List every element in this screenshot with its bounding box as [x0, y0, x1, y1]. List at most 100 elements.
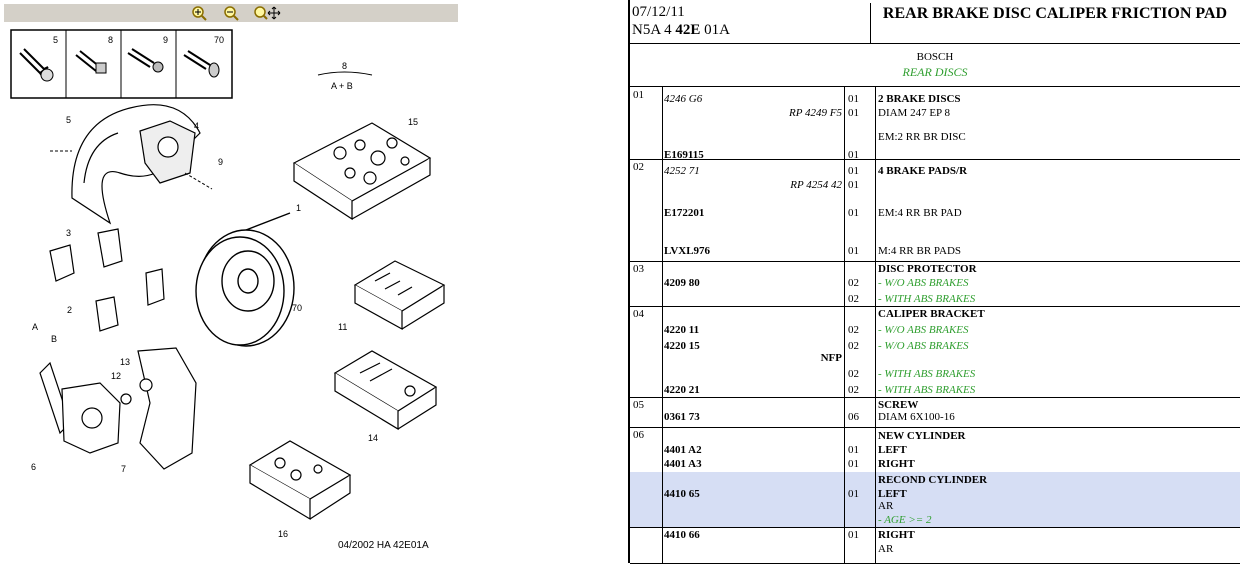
part-reference[interactable]: LVXL976 — [664, 245, 711, 257]
header-meta: 07/12/11 N5A 4 42E 01A — [630, 3, 871, 43]
brand-maker: BOSCH — [916, 51, 954, 63]
part-description: 2 BRAKE DISCS — [878, 93, 961, 105]
part-reference[interactable]: E169115 — [664, 149, 704, 161]
label-9a: 9 — [218, 157, 223, 167]
brake-pads — [49, 228, 165, 332]
reference-cell: 4220 11 4220 15 NFP 4220 21 — [662, 306, 845, 397]
part-description: - WITH ABS BRAKES — [878, 384, 976, 396]
part-reference[interactable]: E172201 — [664, 207, 705, 219]
label-70: 70 — [214, 35, 224, 45]
part-description: LEFT — [878, 444, 907, 456]
part-description: NEW CYLINDER — [878, 430, 966, 442]
part-reference[interactable]: NFP — [820, 352, 842, 364]
quantity-cell: 01 — [845, 527, 876, 563]
kit-box-16 — [248, 440, 352, 521]
part-reference[interactable]: RP 4254 42 — [790, 179, 842, 191]
part-quantity: 02 — [848, 277, 859, 289]
part-reference[interactable]: 4209 80 — [664, 277, 700, 289]
part-reference[interactable]: 4220 21 — [664, 384, 700, 396]
brand-sub: REAR DISCS — [902, 65, 968, 79]
reference-cell: 4246 G6 RP 4249 F5 E169115 — [662, 87, 845, 161]
group-number: 01 — [633, 89, 644, 101]
part-description: RECOND CYLINDER — [878, 474, 988, 486]
quantity-cell: 06 — [845, 397, 876, 427]
code-prefix: N5A 4 — [632, 22, 676, 38]
part-description: - W/O ABS BRAKES — [878, 340, 969, 352]
part-description: M:4 RR BR PADS — [878, 245, 962, 257]
label-13: 13 — [120, 357, 130, 367]
zoom-move-button[interactable] — [252, 5, 282, 21]
part-description: - W/O ABS BRAKES — [878, 324, 969, 336]
part-reference[interactable]: 4220 15 — [664, 340, 700, 352]
description-cell: 2 BRAKE DISCS DIAM 247 EP 8 EM:2 RR BR DIS… — [876, 87, 1240, 159]
part-reference[interactable]: 4401 A2 — [664, 444, 702, 456]
group-number: 04 — [633, 308, 644, 320]
label-70b: 70 — [292, 303, 302, 313]
part-reference[interactable]: RP 4249 F5 — [789, 107, 842, 119]
label-16: 16 — [278, 529, 288, 539]
zoom-move-icon — [254, 6, 281, 20]
code-bold: 42E — [675, 22, 701, 38]
zoom-out-button[interactable] — [222, 5, 242, 21]
part-description: DIAM 6X100-16 — [878, 411, 955, 423]
part-reference[interactable]: 4410 65 — [664, 488, 700, 500]
group-number-cell — [630, 472, 663, 527]
brake-disc — [195, 212, 295, 347]
part-quantity: 01 — [848, 458, 859, 470]
part-description: EM:4 RR BR PAD — [878, 207, 962, 219]
group-number-cell: 04 — [630, 306, 663, 397]
label-15: 15 — [408, 117, 418, 127]
reference-cell: 4410 65 — [662, 472, 845, 527]
zoom-in-button[interactable] — [190, 5, 210, 21]
label-5: 5 — [53, 35, 58, 45]
part-description: - WITH ABS BRAKES — [878, 368, 976, 380]
part-description: DIAM 247 EP 8 — [878, 107, 951, 119]
disc-protector — [71, 104, 201, 225]
header-date: 07/12/11 — [632, 4, 685, 20]
part-description: - W/O ABS BRAKES — [878, 277, 969, 289]
part-description: AR — [878, 543, 894, 555]
label-2: 2 — [67, 305, 72, 315]
group-number-cell: 01 — [630, 87, 663, 159]
group-number-cell: 02 — [630, 159, 663, 261]
part-quantity: 01 — [848, 245, 859, 257]
group-number: 06 — [633, 429, 644, 441]
screw-boxes — [10, 29, 233, 99]
quantity-cell: 01 — [845, 472, 876, 527]
kit-box-11 — [353, 260, 446, 331]
diagram-pane: 5 8 9 70 8 A + B 5 4 9 15 — [0, 0, 612, 563]
group-number: 05 — [633, 399, 644, 411]
part-reference[interactable]: 4410 66 — [664, 529, 700, 541]
label-9: 9 — [163, 35, 168, 45]
part-description: EM:2 RR BR DISC — [878, 131, 966, 143]
part-reference[interactable]: 0361 73 — [664, 411, 700, 423]
part-description: CALIPER BRACKET — [878, 308, 985, 320]
part-reference[interactable]: 4401 A3 — [664, 458, 702, 470]
label-1: 1 — [296, 203, 301, 213]
part-reference[interactable]: 4252 71 — [664, 165, 700, 177]
part-description: AR — [878, 500, 894, 512]
part-description: - AGE >= 2 — [878, 514, 932, 526]
label-a-plus-b: A + B — [331, 81, 353, 91]
part-reference[interactable]: 4246 G6 — [664, 93, 703, 105]
part-description: LEFT — [878, 488, 907, 500]
part-quantity: 01 — [848, 93, 859, 105]
part-quantity: 06 — [848, 411, 859, 423]
part-reference[interactable]: 4220 11 — [664, 324, 700, 336]
exploded-parts-diagram: 5 8 9 70 8 A + B 5 4 9 15 — [10, 29, 446, 551]
label-4a: 5 — [66, 115, 71, 125]
